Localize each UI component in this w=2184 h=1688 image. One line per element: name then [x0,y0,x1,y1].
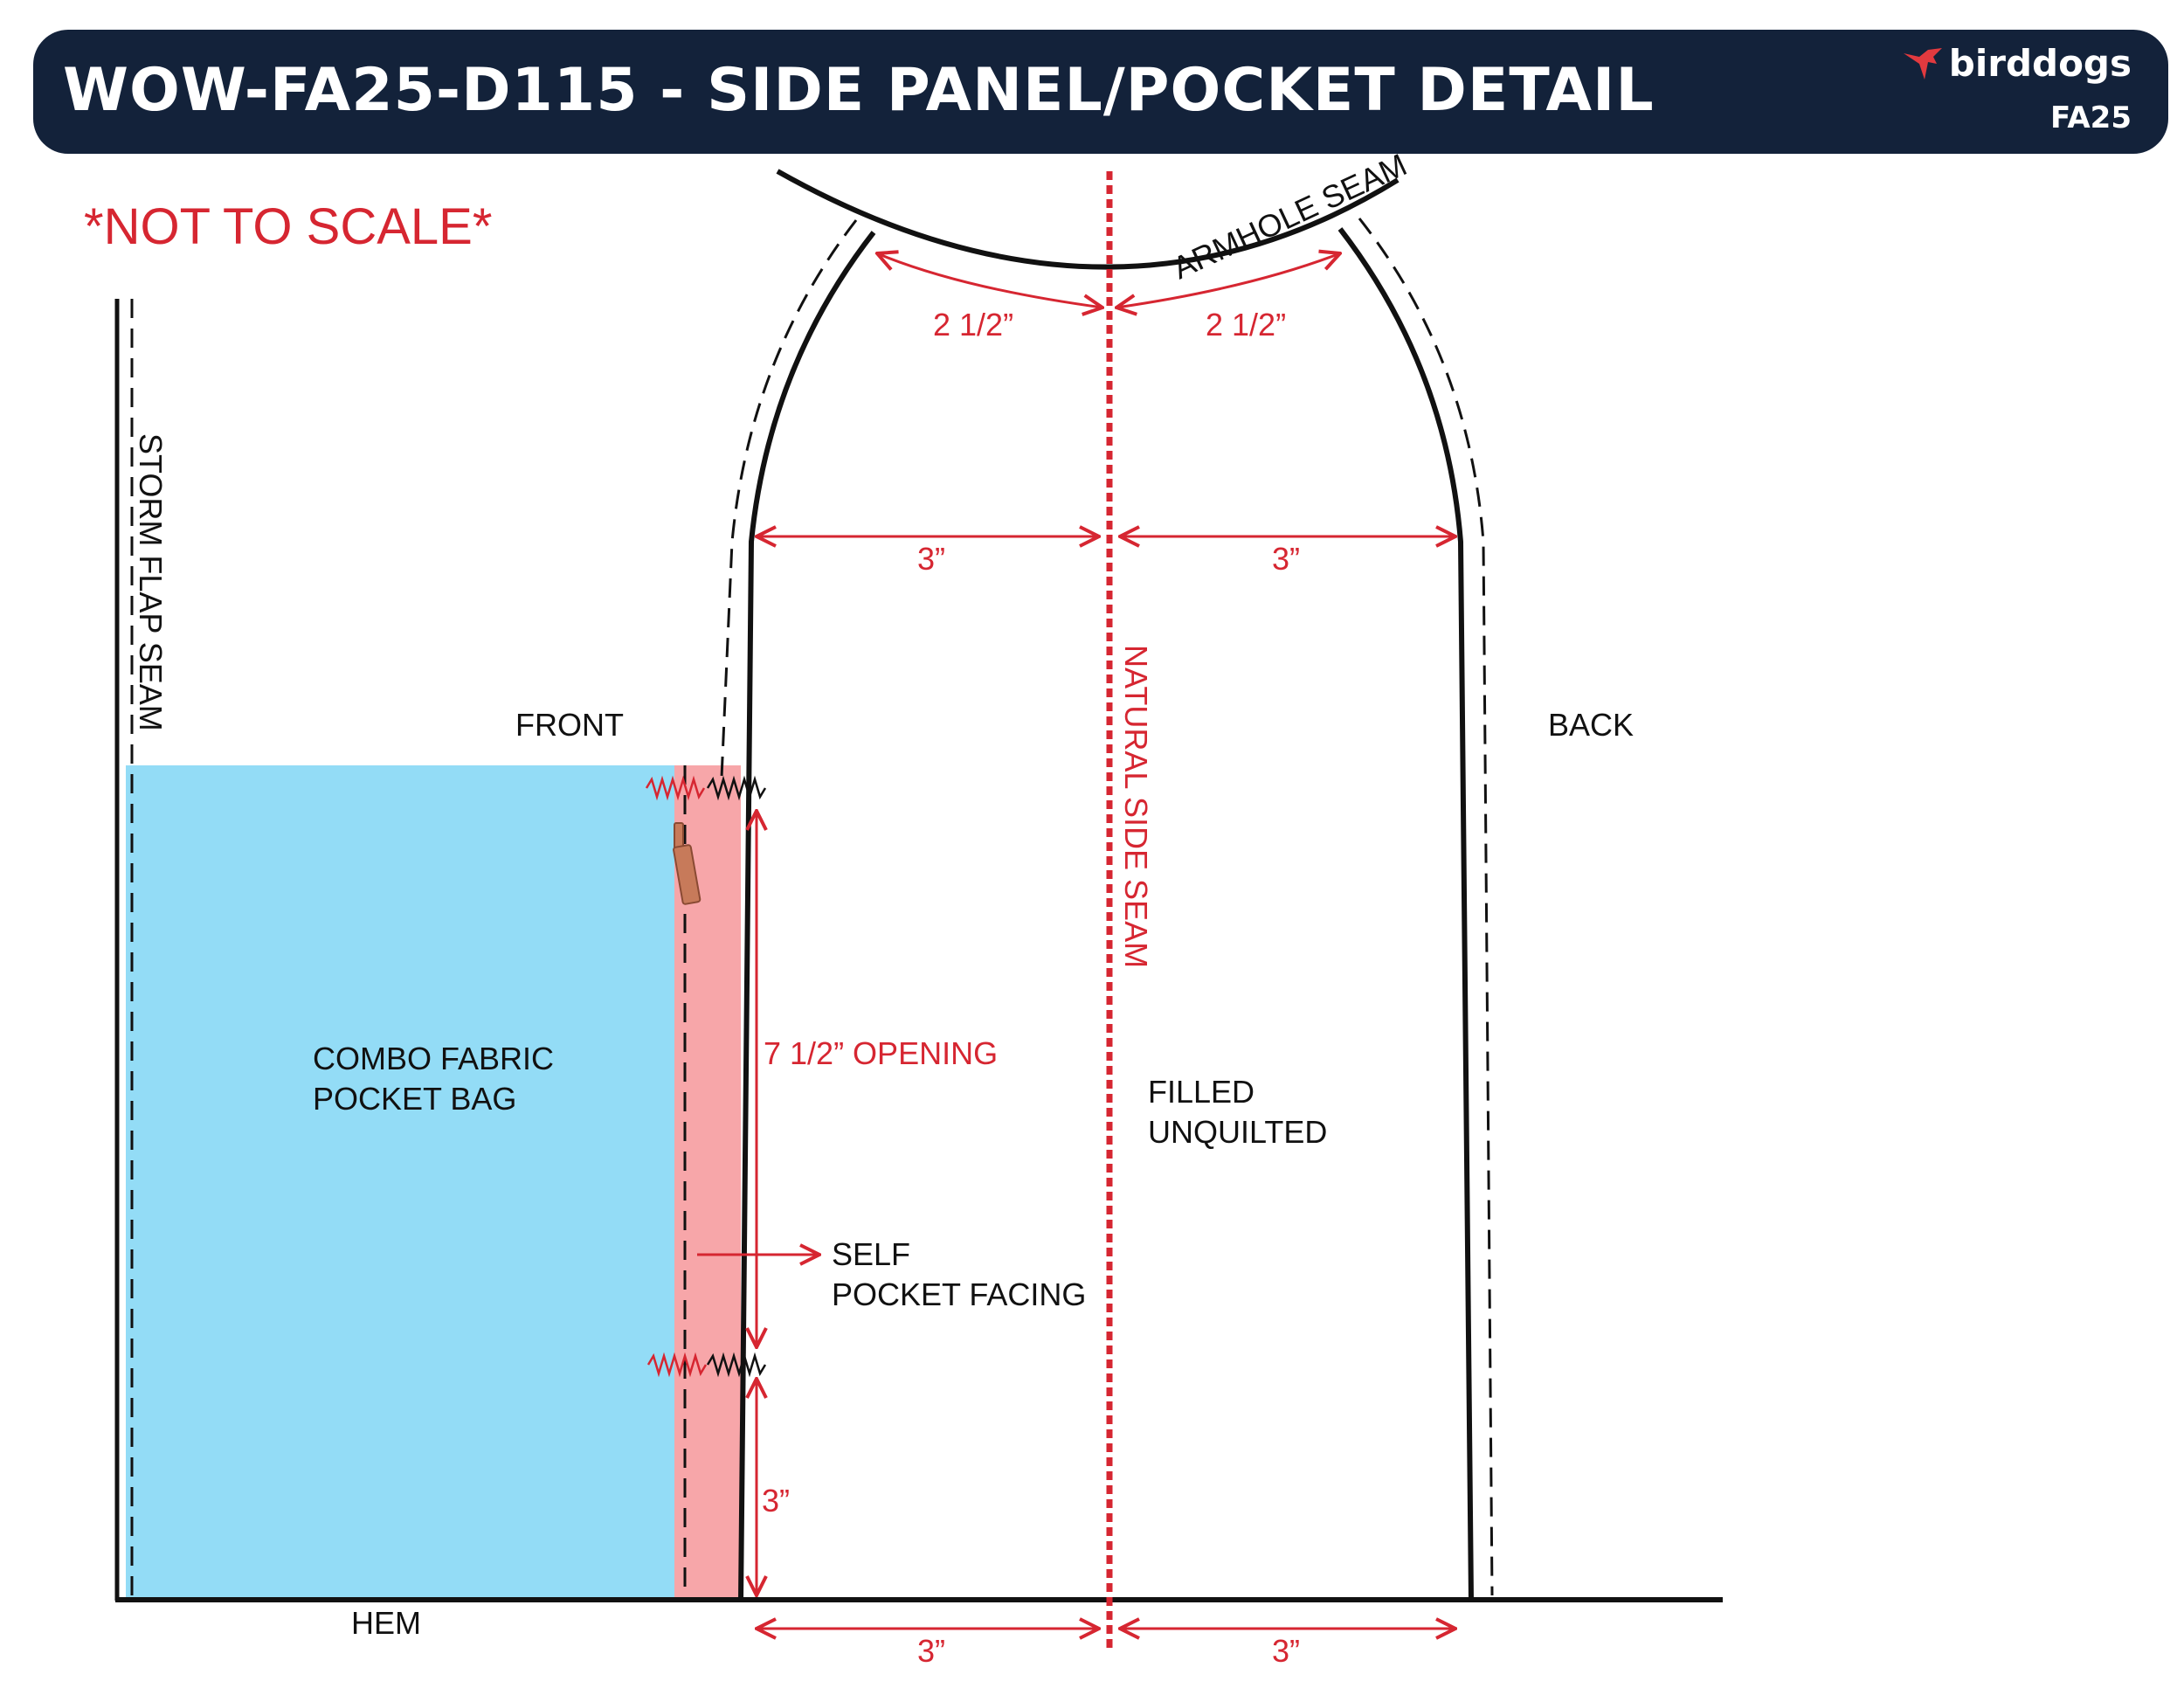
brand-block: birddogs FA25 [1902,42,2132,135]
season-code: FA25 [2050,100,2132,135]
filled-label-line1: FILLED [1148,1074,1254,1110]
chest-back-measurement: 3” [1272,541,1300,577]
natural-side-seam-label: NATURAL SIDE SEAM [1118,645,1154,968]
bird-logo-icon [1903,47,1942,80]
hem-front-measurement: 3” [917,1633,945,1669]
armhole-front-dimension-arrow [877,253,1102,308]
back-side-stitch-line [1358,218,1494,1596]
pocket-bag-area [126,765,674,1597]
facing-label-line1: SELF [832,1236,910,1272]
pocket-opening-measurement: 7 1/2” OPENING [764,1035,998,1071]
not-to-scale-note: *NOT TO SCALE* [84,198,493,255]
storm-flap-seam-label: STORM FLAP SEAM [133,433,169,731]
armhole-front-measurement: 2 1/2” [933,307,1013,342]
brand-name: birddogs [1948,42,2132,85]
pocket-to-hem-measurement: 3” [762,1483,790,1519]
armhole-seam-label: ARMHOLE SEAM [1167,147,1412,287]
facing-label-line2: POCKET FACING [832,1276,1086,1312]
armhole-back-measurement: 2 1/2” [1206,307,1286,342]
title-banner: WOW-FA25-D115 - SIDE PANEL/POCKET DETAIL… [33,30,2168,154]
front-side-seam-line [738,231,876,1602]
brand-logo: birddogs [1902,42,2132,85]
pocket-bag-label-line1: COMBO FABRIC [313,1041,554,1076]
hem-back-measurement: 3” [1272,1633,1300,1669]
back-side-seam-line [1337,227,1474,1602]
pocket-bag-label-line2: POCKET BAG [313,1081,516,1117]
front-label: FRONT [515,707,624,743]
front-side-stitch-line [720,219,858,778]
bartack-bottom [646,1352,767,1378]
back-label: BACK [1548,707,1634,743]
bartack-top [645,775,767,801]
page-title: WOW-FA25-D115 - SIDE PANEL/POCKET DETAIL [63,56,1655,125]
zipper-pull-icon [673,822,702,905]
armhole-back-dimension-arrow [1116,253,1340,308]
chest-front-measurement: 3” [917,541,945,577]
hem-label: HEM [351,1605,421,1641]
filled-label-line2: UNQUILTED [1148,1114,1327,1150]
